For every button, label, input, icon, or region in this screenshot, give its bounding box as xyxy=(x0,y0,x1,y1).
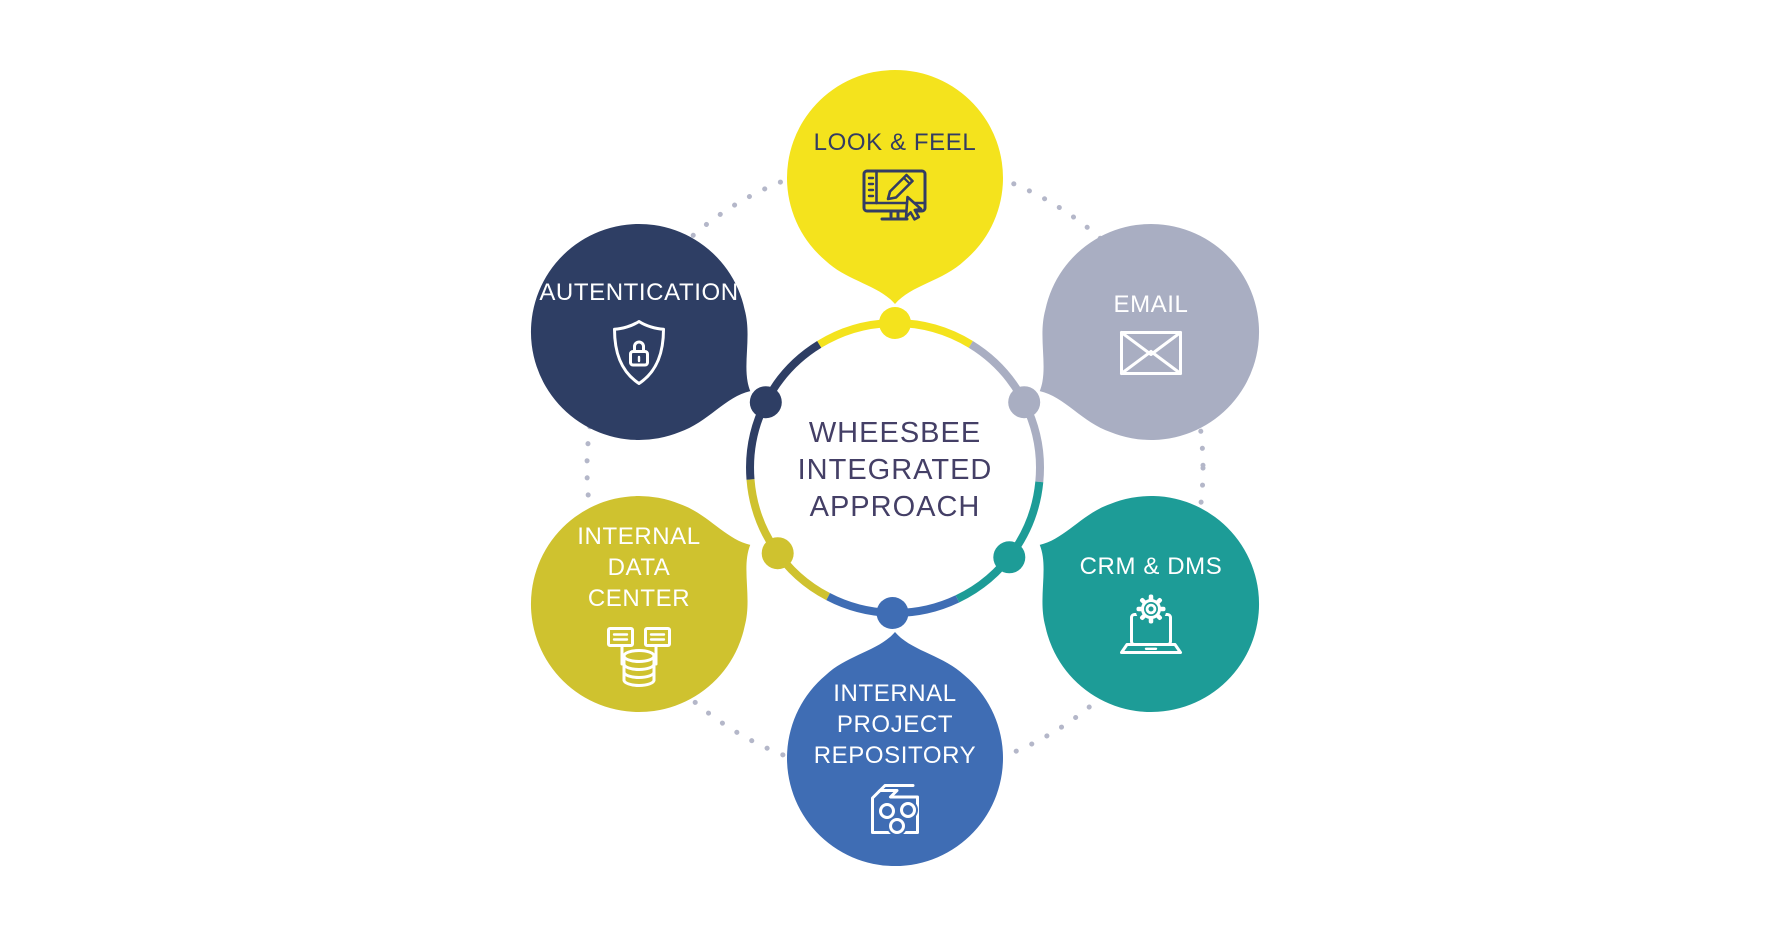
node-label: INTERNAL PROJECT REPOSITORY xyxy=(813,679,977,769)
node-internal-project-repository: INTERNAL PROJECT REPOSITORY xyxy=(745,608,1045,908)
laptop-gear-icon xyxy=(1120,593,1182,654)
ring-dot-autentication xyxy=(749,386,782,419)
node-label: LOOK & FEEL xyxy=(813,128,977,156)
ring-dot-crm-dms xyxy=(993,541,1026,574)
node-internal-data-center: INTERNAL DATA CENTER xyxy=(489,454,789,754)
center-title-line-2: INTEGRATED xyxy=(797,454,993,486)
database-icon xyxy=(607,626,671,687)
blob-shape-path xyxy=(531,496,751,713)
node-crm-dms: CRM & DMS xyxy=(1001,454,1301,754)
ring-dot-look-feel xyxy=(879,307,911,339)
ring-dot-internal-data-center xyxy=(761,537,794,570)
center-title-line-1: WHEESBEE xyxy=(808,417,982,449)
node-look-feel: LOOK & FEEL xyxy=(745,28,1045,328)
ring-dot-internal-project-repository xyxy=(876,597,909,629)
envelope-icon xyxy=(1120,330,1182,375)
node-label: EMAIL xyxy=(1113,290,1189,318)
node-email: EMAIL xyxy=(1001,182,1301,482)
data-center-blob-shape xyxy=(531,496,751,713)
node-autentication: AUTENTICATION xyxy=(489,182,789,482)
blob-shape-path xyxy=(787,632,1003,867)
repository-blob-shape xyxy=(787,632,1003,867)
blob-shape-path xyxy=(531,223,751,440)
node-label: INTERNAL DATA CENTER xyxy=(577,522,701,612)
center-title: WHEESBEE INTEGRATED APPROACH xyxy=(745,415,1045,526)
ring-dot-email xyxy=(1008,386,1041,419)
monitor-edit-icon xyxy=(862,169,927,221)
node-label: CRM & DMS xyxy=(1079,552,1223,580)
autentication-blob-shape xyxy=(531,223,751,440)
folder-share-icon xyxy=(871,783,919,836)
shield-lock-icon xyxy=(613,319,665,385)
node-label: AUTENTICATION xyxy=(539,278,739,306)
dashed-connector-circle xyxy=(584,157,1206,779)
center-title-line-3: APPROACH xyxy=(809,491,981,523)
